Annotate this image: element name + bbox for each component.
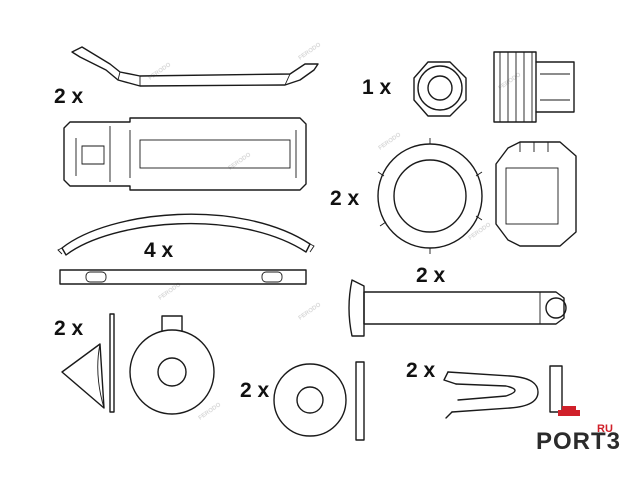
svg-text:FERODO: FERODO — [198, 402, 223, 422]
guide-pin-part — [348, 279, 567, 337]
logo: PORT3 — [536, 428, 622, 455]
svg-text:FERODO: FERODO — [228, 152, 253, 172]
collet-nut-part — [377, 138, 483, 254]
quantity-spring-strip: 2 x — [54, 85, 84, 108]
spring-strip-part — [71, 46, 319, 87]
svg-text:FERODO: FERODO — [148, 62, 173, 82]
hex-nut-part — [413, 61, 467, 117]
r-clip-part — [443, 365, 563, 419]
svg-text:FERODO: FERODO — [498, 72, 523, 92]
quantity-washer: 2 x — [240, 379, 270, 402]
quantity-collet-nut: 2 x — [330, 187, 360, 210]
flat-bar-part — [59, 269, 307, 285]
quantity-leaf-spring: 4 x — [144, 239, 174, 262]
logo-suffix: RU — [597, 423, 613, 435]
svg-text:FERODO: FERODO — [468, 222, 493, 242]
svg-text:FERODO: FERODO — [298, 302, 323, 322]
logo-mark — [558, 406, 580, 416]
quantity-pin: 2 x — [416, 264, 446, 287]
svg-text:FERODO: FERODO — [378, 132, 403, 152]
leaf-spring-part — [57, 213, 315, 256]
svg-text:FERODO: FERODO — [298, 42, 323, 62]
retaining-plate-part — [63, 117, 307, 191]
splined-sleeve-part — [493, 51, 575, 123]
eccentric-disc-part — [129, 315, 215, 415]
collet-side-part — [495, 141, 577, 247]
svg-text:FERODO: FERODO — [158, 282, 183, 302]
quantity-clip: 2 x — [406, 359, 436, 382]
quantity-cone: 2 x — [54, 317, 84, 340]
quantity-nut: 1 x — [362, 76, 392, 99]
cone-part — [61, 313, 115, 413]
washer-part — [273, 361, 365, 441]
